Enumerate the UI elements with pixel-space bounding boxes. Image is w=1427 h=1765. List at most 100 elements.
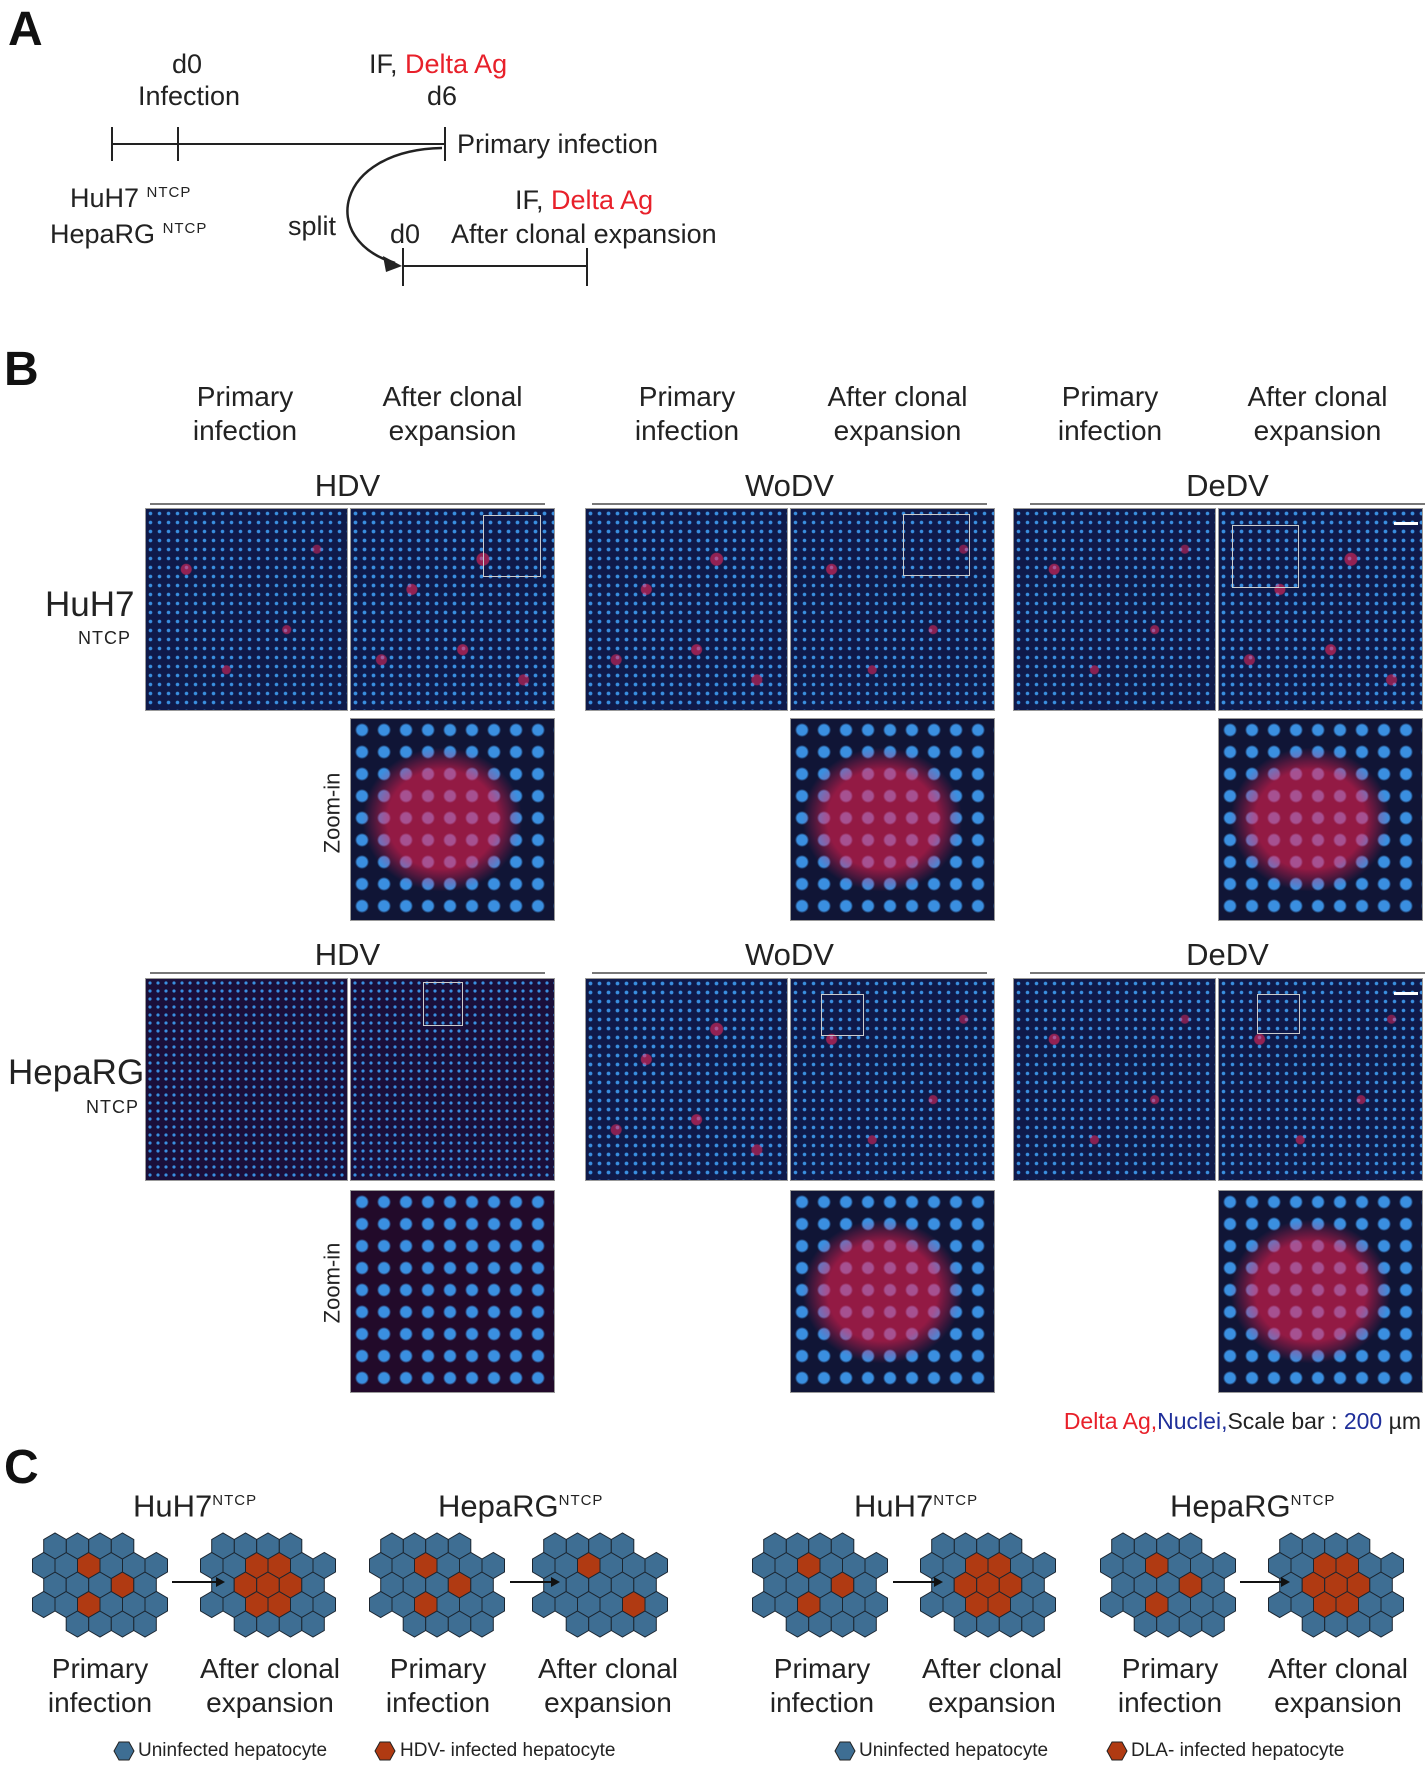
arrow-head <box>216 1577 225 1587</box>
panel-a-letter: A <box>8 3 43 56</box>
after-clonal-label: After clonal expansion <box>451 219 717 249</box>
zoom-region-box <box>1232 525 1299 588</box>
divider <box>592 972 987 974</box>
micrograph-huh7-dedv-primary <box>1013 508 1216 711</box>
virus-dedv-row2: DeDV <box>1186 937 1269 972</box>
legend-hdv-infected: HDV- infected hepatocyte <box>400 1740 616 1761</box>
uninfected-hepatocyte <box>200 1590 224 1619</box>
zoom-huh7-wodv <box>790 718 995 921</box>
zoom-region-box <box>903 514 970 576</box>
legend-uninfected-2: Uninfected hepatocyte <box>859 1740 1049 1761</box>
row-sub-ntcp: NTCP <box>86 1097 139 1117</box>
micrograph-huh7-dedv-clonal <box>1218 508 1423 711</box>
panel-b-legend: Delta Ag,Nuclei,Scale bar : 200 µm <box>1063 1408 1421 1434</box>
uninfected-hepatocyte <box>532 1590 556 1619</box>
uninfected-hepatocyte <box>920 1551 944 1580</box>
virus-hdv-row2: HDV <box>314 937 381 972</box>
panel-c-letter: C <box>4 1441 39 1494</box>
uninfected-hepatocyte <box>1380 1590 1404 1619</box>
heparg-label-a: HepaRG NTCP <box>50 219 208 249</box>
uninfected-hepatocyte <box>864 1551 888 1580</box>
micrograph-heparg-wodv-clonal <box>790 978 995 1181</box>
uninfected-hepatocyte <box>1100 1551 1124 1580</box>
uninfected-hepatocyte <box>1268 1590 1292 1619</box>
virus-wodv-row2: WoDV <box>744 937 834 972</box>
divider <box>1030 972 1425 974</box>
group-title-1: HuH7NTCP <box>133 1488 258 1524</box>
uninfected-hepatocyte <box>312 1590 336 1619</box>
micrograph-heparg-hdv-primary <box>145 978 348 1181</box>
micrograph-heparg-dedv-primary <box>1013 978 1216 1181</box>
uninfected-hepatocyte <box>369 1551 393 1580</box>
micrograph-huh7-wodv-primary <box>585 508 788 711</box>
infected-swatch <box>1106 1741 1128 1761</box>
row-sub-ntcp: NTCP <box>78 628 131 648</box>
zoom-heparg-hdv <box>350 1190 555 1393</box>
scale-bar <box>1394 522 1418 525</box>
legend-uninfected-1: Uninfected hepatocyte <box>138 1740 328 1761</box>
uninfected-hepatocyte <box>481 1551 505 1580</box>
uninfected-hepatocyte <box>752 1590 776 1619</box>
zoom-region-box <box>423 982 463 1026</box>
uninfected-hepatocyte <box>644 1551 668 1580</box>
infection-label: Infection <box>138 81 241 111</box>
row-label-heparg: HepaRG <box>8 1053 145 1092</box>
uninfected-hepatocyte <box>752 1551 776 1580</box>
uninfected-hepatocyte <box>1212 1551 1236 1580</box>
split-label: split <box>288 211 337 241</box>
uninfected-hepatocyte <box>200 1551 224 1580</box>
zoom-huh7-dedv <box>1218 718 1423 921</box>
row-label-huh7: HuH7 <box>45 585 135 624</box>
legend-swatches <box>113 1741 1128 1761</box>
micrograph-heparg-dedv-clonal <box>1218 978 1423 1181</box>
uninfected-hepatocyte <box>369 1590 393 1619</box>
uninfected-swatch <box>113 1741 135 1761</box>
uninfected-hepatocyte <box>1268 1551 1292 1580</box>
divider <box>592 503 987 505</box>
zoom-huh7-hdv <box>350 718 555 921</box>
uninfected-hepatocyte <box>312 1551 336 1580</box>
uninfected-hepatocyte <box>1032 1551 1056 1580</box>
divider <box>1030 503 1425 505</box>
zoom-region-box <box>483 515 541 577</box>
virus-wodv-row1: WoDV <box>744 468 834 503</box>
uninfected-hepatocyte <box>32 1590 56 1619</box>
d0-label: d0 <box>172 49 203 79</box>
group-title-2: HepaRGNTCP <box>438 1488 604 1524</box>
uninfected-hepatocyte <box>32 1551 56 1580</box>
micrograph-huh7-wodv-clonal <box>790 508 995 711</box>
uninfected-hepatocyte <box>1380 1551 1404 1580</box>
micrograph-heparg-wodv-primary <box>585 978 788 1181</box>
arrow-head <box>551 1577 560 1587</box>
if-delta-label-top: IF, Delta Ag <box>369 49 508 79</box>
micrograph-heparg-hdv-clonal <box>350 978 555 1181</box>
zoom-in-label-row2: Zoom-in <box>319 1242 345 1324</box>
divider <box>150 503 545 505</box>
zoom-heparg-wodv <box>790 1190 995 1393</box>
micrograph-huh7-hdv-clonal <box>350 508 555 711</box>
huh7-label-a: HuH7 NTCP <box>70 183 192 213</box>
uninfected-hepatocyte <box>532 1551 556 1580</box>
divider <box>150 972 545 974</box>
timeline-diagram <box>111 127 588 286</box>
uninfected-hepatocyte <box>864 1590 888 1619</box>
arrow-head <box>1281 1577 1290 1587</box>
virus-hdv-row1: HDV <box>314 468 381 503</box>
legend-dla-infected: DLA- infected hepatocyte <box>1131 1740 1345 1761</box>
if-delta-label-bottom: IF, Delta Ag <box>515 185 654 215</box>
hepatocyte-clusters <box>32 1532 1404 1638</box>
primary-infection-label: Primary infection <box>457 129 659 159</box>
